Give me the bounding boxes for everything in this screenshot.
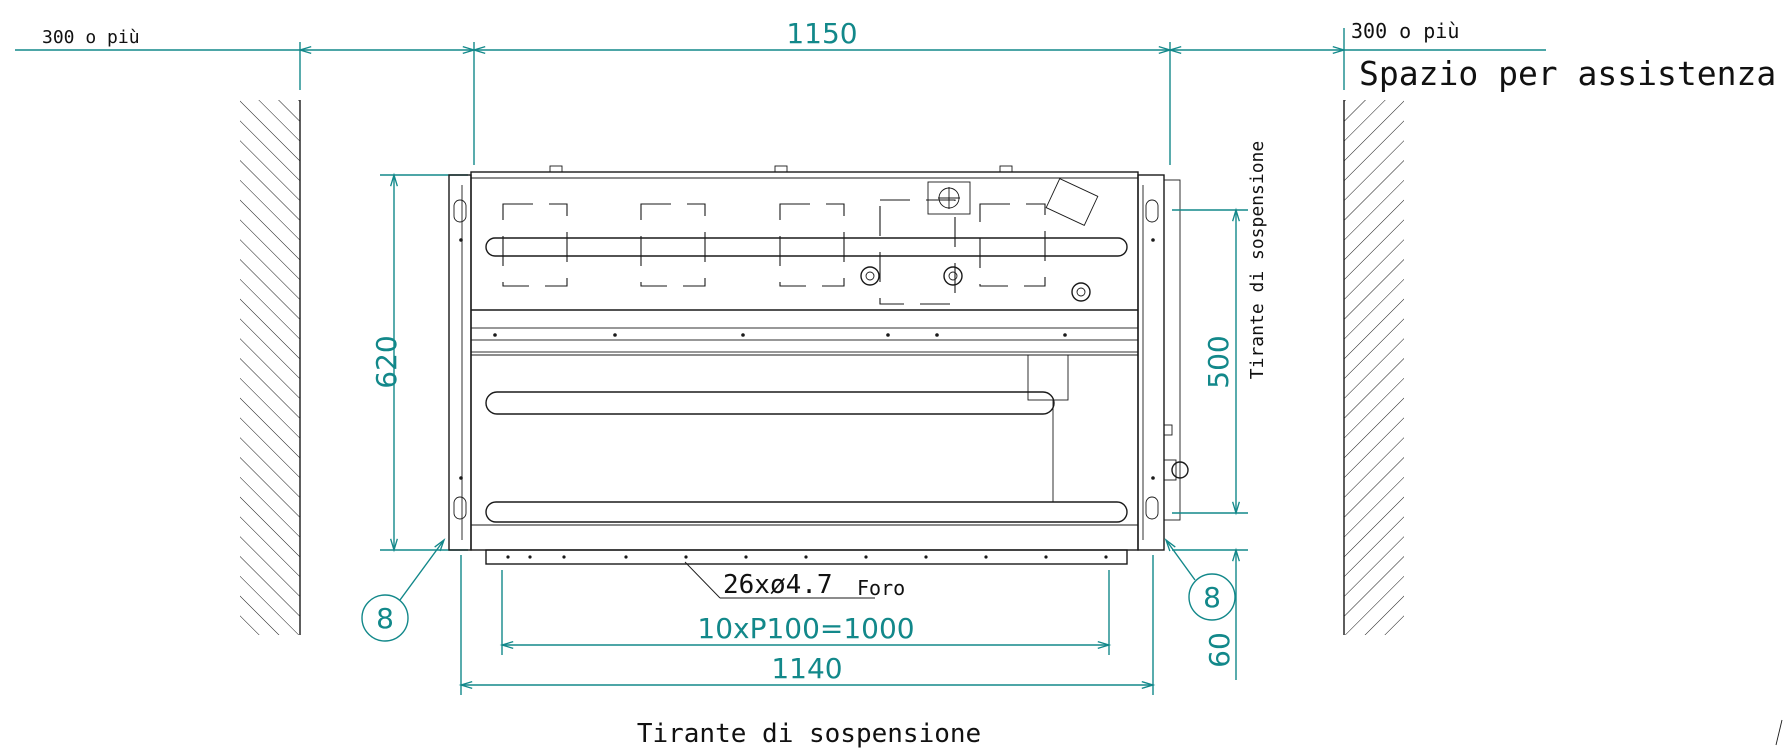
callout-left-number: 8	[376, 602, 394, 635]
hanger-rod-side-label: Tirante di sospensione	[1247, 141, 1268, 379]
overall-width-dimension: 1150	[786, 17, 857, 50]
depth-dimension: 620	[370, 335, 403, 388]
holes-suffix-label: Foro	[857, 576, 905, 600]
pitch-dimension-line	[499, 570, 1112, 655]
callout-right	[1164, 538, 1236, 621]
pitch-dimension: 10xP100=1000	[697, 612, 914, 645]
rod-depth-dimension-line	[1172, 207, 1248, 680]
rod-width-dimension: 1140	[771, 652, 842, 685]
edge-mark	[1775, 719, 1783, 746]
callout-left	[361, 538, 446, 642]
rod-depth-dimension: 500	[1202, 335, 1235, 388]
offset-dimension: 60	[1203, 632, 1236, 668]
hanger-rod-bottom-label: Tirante di sospensione	[637, 719, 981, 749]
clearance-left-label: 300 o più	[42, 27, 140, 48]
rod-width-dimension-line	[458, 555, 1156, 695]
callout-right-number: 8	[1203, 581, 1221, 614]
holes-label: 26xø4.7	[723, 570, 833, 600]
right-wall	[1343, 100, 1404, 635]
left-wall	[240, 100, 301, 635]
unit-body	[448, 165, 1189, 565]
holes-leader	[684, 561, 875, 599]
top-dimension-line	[15, 28, 1546, 165]
service-space-label: Spazio per assistenza	[1359, 54, 1776, 93]
clearance-right-label: 300 o più	[1351, 19, 1459, 43]
